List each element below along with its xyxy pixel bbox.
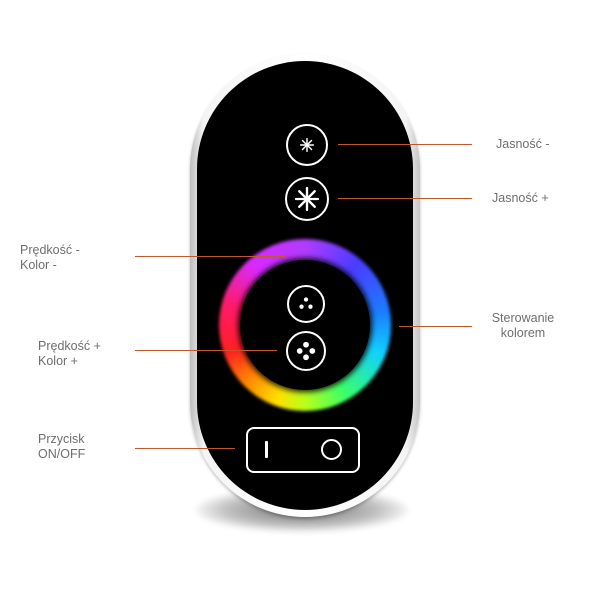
four-dots-icon: [296, 341, 316, 361]
leader-brightness-up: [338, 198, 472, 199]
three-dots-icon: [299, 297, 313, 309]
on-bar-icon: [265, 441, 268, 458]
label-color-control: Sterowanie kolorem: [484, 311, 562, 341]
leader-color-control: [399, 326, 472, 327]
label-brightness-down: Jasność -: [496, 137, 550, 151]
label-power: Przycisk ON/OFF: [38, 432, 85, 462]
brightness-up-button[interactable]: [285, 177, 329, 221]
brightness-down-button[interactable]: [286, 124, 328, 166]
speed-down-button[interactable]: [287, 285, 325, 323]
label-speed-down-line2: Kolor -: [20, 258, 57, 272]
label-speed-down-line1: Prędkość -: [20, 243, 80, 257]
label-brightness-up: Jasność +: [492, 191, 549, 205]
leader-speed-down: [135, 256, 285, 257]
large-asterisk-icon: [294, 186, 320, 212]
label-speed-up-line1: Prędkość +: [38, 339, 101, 353]
power-switch[interactable]: [246, 427, 360, 473]
leader-brightness-down: [338, 144, 472, 145]
leader-speed-up: [135, 350, 277, 351]
off-circle-icon: [321, 439, 342, 460]
leader-power: [135, 448, 235, 449]
label-power-line2: ON/OFF: [38, 447, 86, 461]
label-speed-up-line2: Kolor +: [38, 354, 78, 368]
small-asterisk-icon: [299, 137, 315, 153]
label-power-line1: Przycisk: [38, 432, 85, 446]
label-speed-down: Prędkość - Kolor -: [20, 243, 104, 273]
label-speed-up: Prędkość + Kolor +: [38, 339, 101, 369]
label-color-control-line2: kolorem: [500, 326, 546, 340]
speed-up-button[interactable]: [286, 331, 326, 371]
label-color-control-line1: Sterowanie: [491, 311, 555, 325]
